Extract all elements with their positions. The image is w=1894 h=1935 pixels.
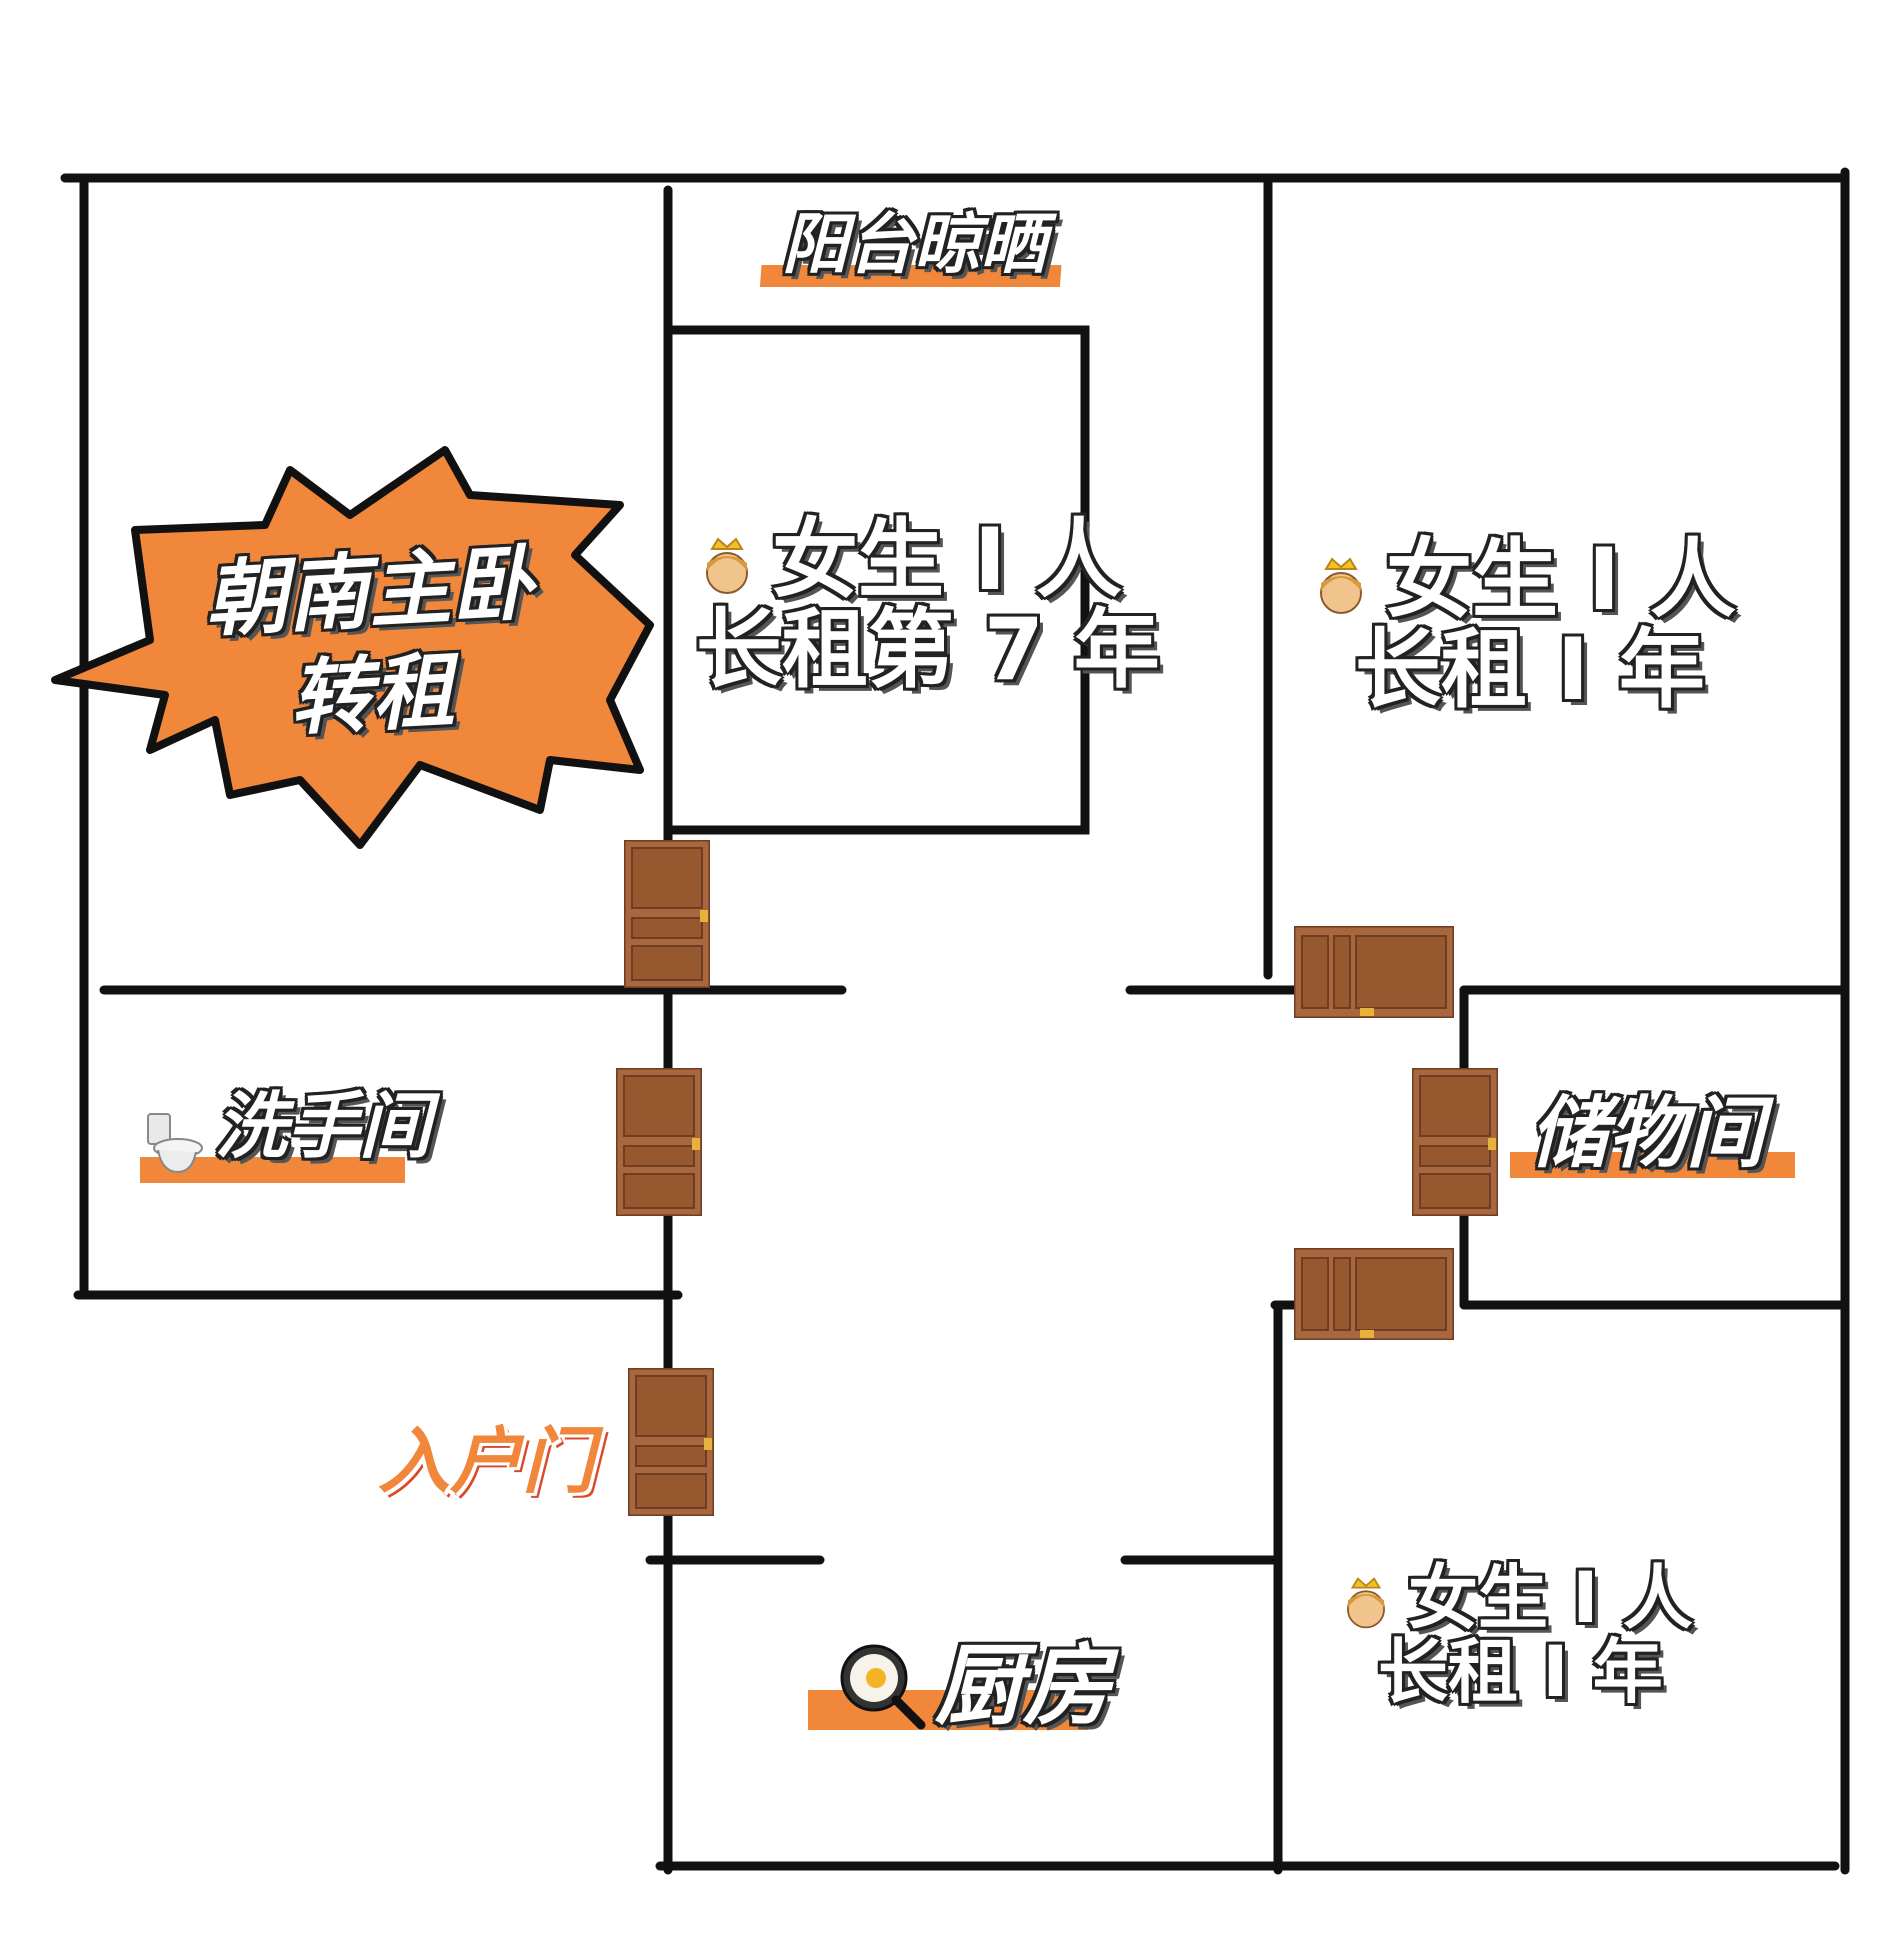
master-bedroom-label-line1: 朝南主卧	[202, 536, 536, 649]
door-room-bottom-right[interactable]	[1292, 1246, 1456, 1342]
walls	[60, 167, 1850, 1875]
master-bedroom-label-line2: 转租	[287, 643, 457, 748]
door-storage[interactable]	[1410, 1066, 1500, 1218]
girl-crown-icon	[1320, 557, 1362, 614]
door-icon	[626, 1366, 716, 1518]
room-center-line1: 女生 I 人	[772, 510, 1122, 610]
girl-crown-icon	[1347, 1577, 1385, 1629]
room-right-line2: 长租 I 年	[1355, 620, 1705, 721]
storage-highlight	[1510, 1152, 1795, 1178]
room-center-line2: 长租第 7 年	[696, 600, 1160, 701]
burst-badge	[51, 446, 654, 849]
room-center-tenant: 女生 I 人 长租第 7 年	[696, 515, 1160, 696]
wall-center-room	[667, 325, 1090, 835]
toilet-icon	[140, 1110, 206, 1180]
balcony-highlight	[759, 265, 1062, 287]
kitchen-label: 厨房	[935, 1634, 1112, 1737]
girl-crown-icon	[706, 537, 748, 594]
bathroom-label: 洗手间	[215, 1084, 432, 1168]
room-right-tenant: 女生 I 人 长租 I 年	[1310, 535, 1736, 716]
door-icon	[614, 1066, 704, 1218]
door-icon	[1292, 1246, 1456, 1342]
storage-label: 储物间	[1530, 1089, 1765, 1179]
room-bottom-right-line2: 长租 I 年	[1378, 1630, 1663, 1713]
door-icon	[622, 838, 712, 990]
room-right-line1: 女生 I 人	[1386, 530, 1736, 630]
room-bottom-right-line1: 女生 I 人	[1408, 1557, 1693, 1639]
frying-pan-egg-icon	[836, 1640, 926, 1734]
door-bathroom[interactable]	[614, 1066, 704, 1218]
door-master-bedroom[interactable]	[622, 838, 712, 990]
room-bottom-right-tenant: 女生 I 人 长租 I 年	[1338, 1561, 1693, 1713]
balcony-label: 阳台晾晒	[782, 206, 1046, 283]
entrance-label: 入户门	[378, 1419, 595, 1503]
door-icon	[1292, 924, 1456, 1020]
door-room-right[interactable]	[1292, 924, 1456, 1020]
door-entrance[interactable]	[626, 1366, 716, 1518]
door-icon	[1410, 1066, 1500, 1218]
